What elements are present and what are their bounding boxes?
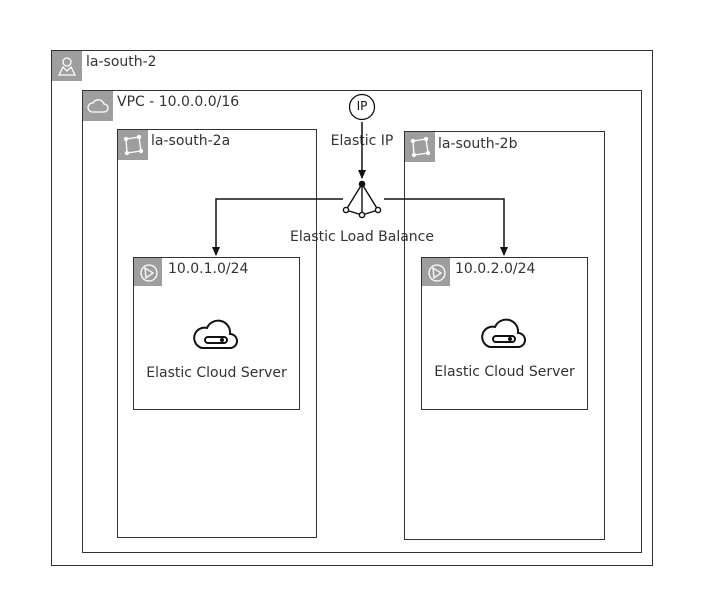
- region-icon: [52, 51, 82, 81]
- availability-zone-icon: [118, 130, 148, 160]
- server-label: Elastic Cloud Server: [434, 364, 575, 380]
- cloud-server-icon: [481, 317, 527, 351]
- load-balancer-label: Elastic Load Balance: [289, 229, 434, 245]
- vpc-label: VPC - 10.0.0.0/16: [117, 94, 240, 110]
- cloud-icon: [83, 91, 113, 121]
- subnet-icon: [134, 258, 162, 286]
- vpc-container: [82, 90, 642, 553]
- elastic-ip-icon-text: IP: [356, 99, 368, 113]
- region-label: la-south-2: [86, 54, 157, 70]
- zone-label: la-south-2b: [438, 136, 518, 152]
- zone-container: [404, 131, 605, 540]
- region-container: [51, 50, 653, 566]
- subnet-label: 10.0.2.0/24: [455, 261, 536, 277]
- cloud-server-icon: [193, 318, 239, 352]
- server-label: Elastic Cloud Server: [146, 365, 287, 381]
- elb-to-subnet-b-arrow: [384, 198, 508, 256]
- zone-label: la-south-2a: [151, 133, 231, 149]
- availability-zone-icon: [405, 132, 435, 162]
- load-balancer-icon: [342, 180, 382, 219]
- subnet-icon: [422, 258, 450, 286]
- subnet-container: [421, 257, 588, 410]
- subnet-container: [133, 257, 300, 410]
- subnet-label: 10.0.1.0/24: [168, 261, 249, 277]
- zone-container: [117, 129, 317, 538]
- elastic-ip-icon: IP: [348, 93, 376, 121]
- elb-to-subnet-a-arrow: [212, 198, 343, 256]
